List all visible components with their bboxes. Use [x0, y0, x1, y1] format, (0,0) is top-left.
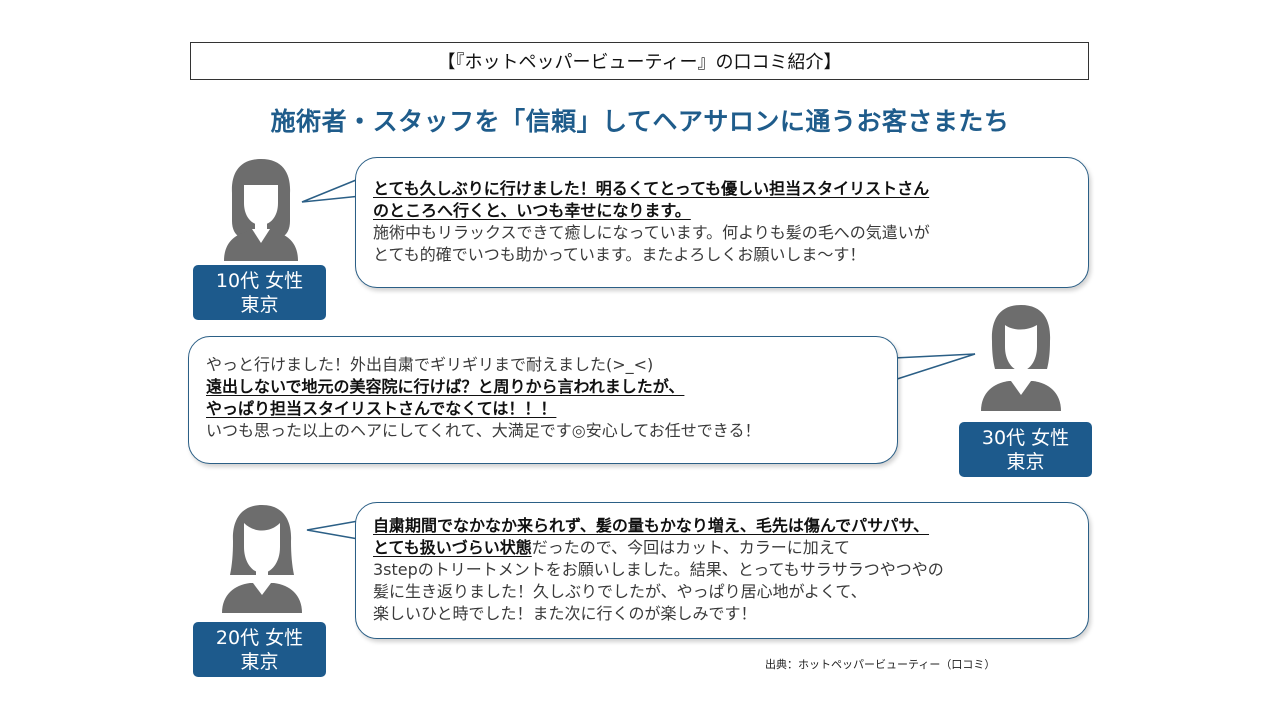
review-text: やっと行けました！外出自粛でギリギリまで耐えました(>_<)	[206, 355, 654, 374]
review-bubble: とても久しぶりに行けました！明るくてとっても優しい担当スタイリストさん のところ…	[355, 157, 1089, 288]
review-text: 髪に生き返りました！久しぶりでしたが、やっぱり居心地がよくて、	[373, 582, 867, 601]
reviewer-age-gender: 20代 女性	[215, 626, 304, 649]
woman-long-hair-bangs-icon	[224, 159, 298, 261]
reviewer-location: 東京	[240, 293, 279, 316]
review-highlight: とても扱いづらい状態	[373, 538, 532, 557]
reviewer-tag: 20代 女性 東京	[193, 622, 326, 677]
reviewer-age-gender: 10代 女性	[215, 269, 304, 292]
speech-bubble-tail	[893, 353, 976, 381]
review-text: 3stepのトリートメントをお願いしました。結果、とってもサラサラつやつやの	[373, 560, 944, 579]
header-title: 【『ホットペッパービューティー』の口コミ紹介】	[437, 52, 842, 73]
review-highlight: 遠出しないで地元の美容院に行けば？と周りから言われましたが、	[206, 377, 685, 396]
review-highlight: やっぱり担当スタイリストさんでなくては！！！	[206, 399, 557, 418]
review-text: だったので、今回はカット、カラーに加えて	[531, 538, 850, 557]
reviewer-tag: 10代 女性 東京	[193, 265, 326, 320]
review-text: 楽しいひと時でした！また次に行くのが楽しみです！	[373, 604, 757, 623]
review-text: 施術中もリラックスできて癒しになっています。何よりも髪の毛への気遣いが	[373, 223, 930, 242]
review-bubble: やっと行けました！外出自粛でギリギリまで耐えました(>_<) 遠出しないで地元の…	[188, 336, 898, 464]
reviewer-location: 東京	[240, 650, 279, 673]
reviewer-location: 東京	[1006, 450, 1045, 473]
reviewer-tag: 30代 女性 東京	[959, 422, 1092, 477]
header-title-box: 【『ホットペッパービューティー』の口コミ紹介】	[190, 42, 1089, 80]
speech-bubble-tail	[301, 177, 362, 203]
review-highlight: とても久しぶりに行けました！明るくてとっても優しい担当スタイリストさん	[373, 179, 930, 198]
page-title: 施術者・スタッフを「信頼」してヘアサロンに通うお客さまたち	[270, 107, 1010, 136]
woman-medium-hair-icon	[222, 505, 302, 613]
woman-bob-hair-icon	[981, 305, 1061, 411]
review-highlight: のところへ行くと、いつも幸せになります。	[373, 201, 691, 220]
speech-bubble-tail	[306, 519, 365, 541]
source-note: 出典：ホットペッパービューティー（口コミ）	[765, 658, 996, 671]
review-text: いつも思った以上のヘアにしてくれて、大満足です◎安心してお任せできる！	[206, 421, 761, 440]
review-text: とても的確でいつも助かっています。またよろしくお願いしま～す！	[373, 245, 866, 264]
reviewer-age-gender: 30代 女性	[981, 426, 1070, 449]
review-bubble: 自粛期間でなかなか来られず、髪の量もかなり増え、毛先は傷んでパサパサ、 とても扱…	[355, 502, 1089, 639]
review-highlight: 自粛期間でなかなか来られず、髪の量もかなり増え、毛先は傷んでパサパサ、	[373, 516, 930, 535]
